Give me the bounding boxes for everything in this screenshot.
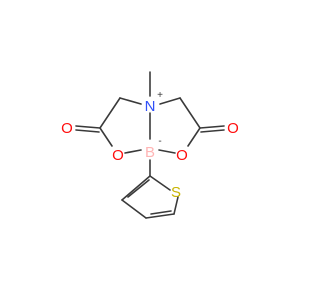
bond-n-ch2-right bbox=[159, 97, 181, 105]
nitrogen-charge: + bbox=[157, 90, 163, 101]
bond-c-o-left bbox=[99, 127, 113, 147]
bond-c5-c4 bbox=[145, 213, 175, 219]
bond-carbonyl-left-b bbox=[75, 129, 100, 133]
bond-c4-c3 bbox=[121, 199, 147, 219]
bond-c5-c4-inner bbox=[150, 210, 172, 215]
atom-oxygen-ring-left: O bbox=[112, 147, 124, 164]
bond-c-o-right bbox=[187, 127, 201, 147]
atom-nitrogen: N bbox=[145, 98, 156, 115]
molecule-diagram: N + B - O O O O S bbox=[61, 71, 239, 219]
bond-o-b-left bbox=[124, 149, 142, 154]
atom-sulfur: S bbox=[171, 184, 181, 201]
bond-carbonyl-right-a bbox=[199, 125, 225, 129]
atom-oxygen-carbonyl-right: O bbox=[227, 120, 239, 137]
structure-svg: N + B - O O O O S bbox=[61, 71, 239, 219]
atom-labels: N + B - O O O O S bbox=[61, 90, 239, 201]
bond-carbonyl-left-a bbox=[75, 125, 101, 129]
bond-s-c5 bbox=[173, 196, 179, 215]
atom-oxygen-ring-right: O bbox=[176, 147, 188, 164]
bond-ch2-c-right bbox=[179, 97, 201, 129]
bond-carbonyl-right-b bbox=[200, 129, 225, 133]
bond-c2-s bbox=[149, 175, 171, 191]
bonds bbox=[75, 71, 225, 219]
bond-ch2-c-left bbox=[99, 97, 121, 129]
bond-c3-c2 bbox=[121, 175, 151, 201]
bond-c3-c2-inner bbox=[127, 179, 150, 198]
bond-o-b-right bbox=[158, 149, 176, 154]
bond-n-ch2-left bbox=[119, 97, 142, 105]
atom-boron: B bbox=[145, 144, 155, 161]
atom-oxygen-carbonyl-left: O bbox=[61, 120, 73, 137]
boron-charge: - bbox=[158, 136, 161, 147]
